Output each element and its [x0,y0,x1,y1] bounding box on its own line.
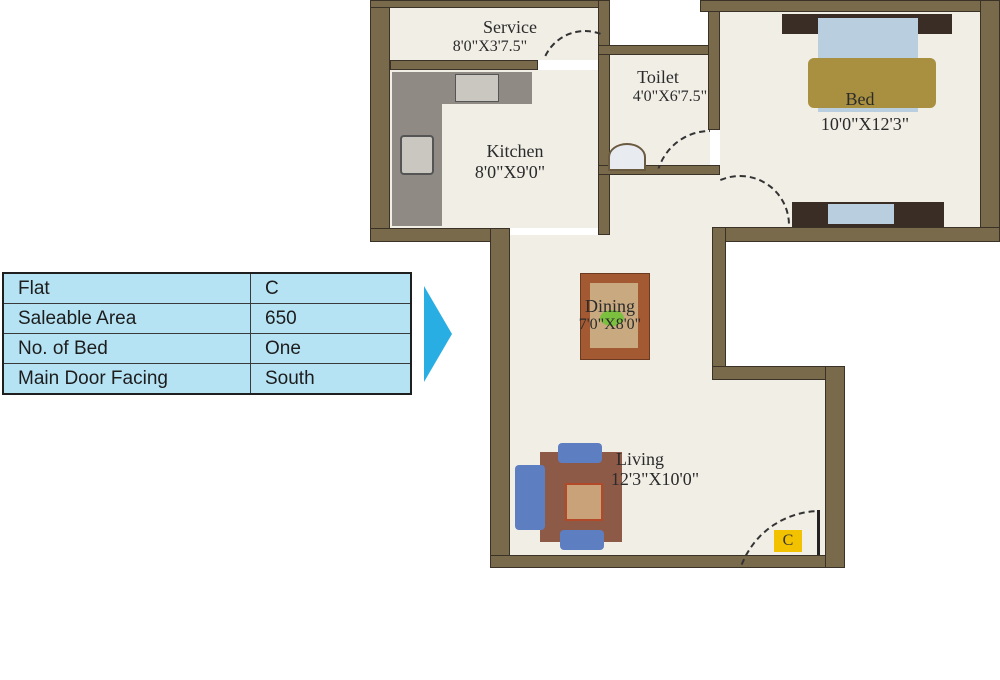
bed-key: No. of Bed [2,333,251,364]
flat-info-table: Flat C Saleable Area 650 No. of Bed One … [2,272,412,395]
kitchen-name: Kitchen [486,141,544,161]
wall-kitchen-bottom [370,228,510,242]
unit-marker-badge: C [774,530,802,552]
bed-size: 10'0"X12'3" [820,114,910,134]
wall-notch-left [712,227,726,380]
wall-kitchen-right [598,0,610,235]
table-row: Main Door Facing South [2,363,412,395]
wall-toilet-bottom [598,165,720,175]
wall-top-service [370,0,610,8]
toilet-name: Toilet [637,67,679,87]
facing-key: Main Door Facing [2,363,251,395]
kitchen-size: 8'0"X9'0" [474,162,546,182]
armchair-top [558,443,602,463]
stove-icon [455,74,499,102]
bed-name: Bed [845,89,875,109]
area-key: Saleable Area [2,303,251,334]
plant-icon [600,310,624,326]
service-name: Service [483,17,537,37]
sofa-left [515,465,545,530]
service-size: 8'0"X3'7.5" [452,38,528,55]
wall-living-left [490,228,510,568]
wall-bed-top [700,0,1000,12]
wall-toilet-top [598,45,720,55]
main-door-leaf [817,510,820,555]
bed-value: One [250,333,412,364]
facing-value: South [250,363,412,395]
toilet-fixture-icon [608,143,646,171]
wall-bed-bottom [712,227,1000,242]
wall-bed-right [980,0,1000,242]
table-row: No. of Bed One [2,333,412,364]
sink-icon [400,135,434,175]
floor-plan: C Service 8'0"X3'7.5" Toilet 4'0"X6'7.5"… [370,0,1000,568]
pointer-arrow-icon [424,286,452,382]
wall-left-top [370,0,390,242]
toilet-size: 4'0"X6'7.5" [632,88,708,105]
living-name: Living [616,449,664,469]
wall-notch-bottom [712,366,845,380]
living-size: 12'3"X10'0" [610,469,700,489]
tv-unit [828,204,894,224]
dining-name: Dining [584,296,635,316]
table-row: Saleable Area 650 [2,303,412,334]
bed-blanket [808,58,936,108]
wall-toilet-right [708,0,720,130]
wall-living-right [825,366,845,568]
armchair-bottom [560,530,604,550]
wall-service-kitchen [390,60,538,70]
dining-size: 7'0"X8'0" [578,316,642,333]
coffee-table [565,483,603,521]
